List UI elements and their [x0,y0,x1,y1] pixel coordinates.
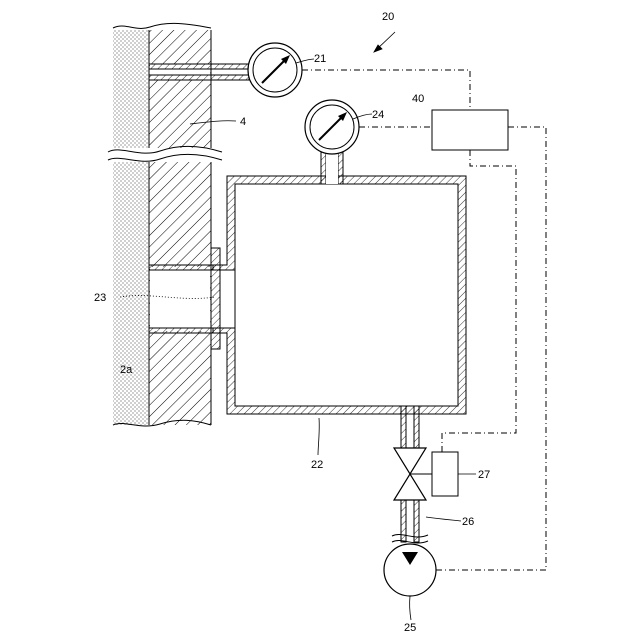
label-controller-40: 40 [412,93,424,105]
label-pipe-26: 26 [462,516,474,528]
label-wall-4: 4 [240,116,246,128]
pressure-gauge-wall [248,43,302,97]
label-pump-25: 25 [404,622,416,634]
label-figure-number: 20 [382,11,394,23]
label-flange-23: 23 [94,292,106,304]
label-gauge-21: 21 [314,53,326,65]
valve [394,448,432,500]
label-soil-2a: 2a [120,364,133,376]
pump [384,544,436,596]
pressure-gauge-chamber [305,100,359,154]
controller-box [432,110,508,150]
label-chamber-22: 22 [311,459,323,471]
wall [149,30,211,425]
label-actuator-27: 27 [478,469,490,481]
label-gauge-24: 24 [372,109,384,121]
valve-actuator [432,452,458,496]
